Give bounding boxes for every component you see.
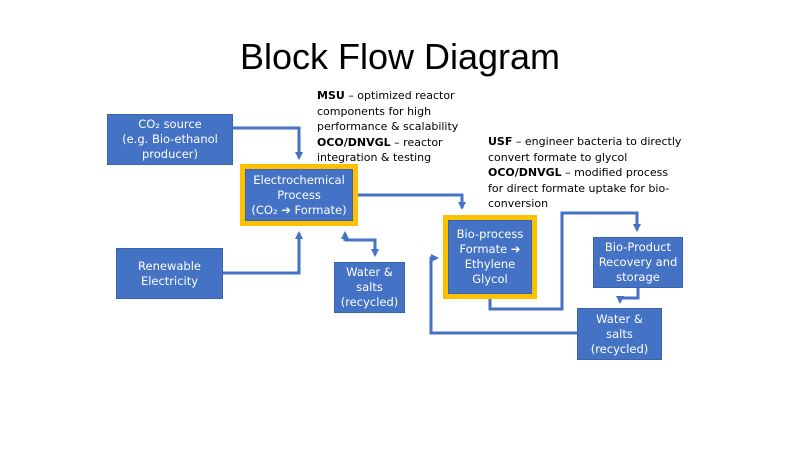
org-name-usf: USF (488, 135, 513, 148)
node-label: Ethylene (464, 257, 516, 271)
org-name-oco-dnvgl: OCO/DNVGL (488, 166, 562, 179)
note-text: convert formate to glycol (488, 150, 628, 164)
note-text: – engineer bacteria to directly (512, 135, 682, 148)
node-renewable-electricity: Renewable Electricity (116, 248, 223, 299)
page-title: Block Flow Diagram (239, 36, 561, 77)
edge-co2-to-electrochemical (233, 126, 303, 160)
annotation-usf: USF – engineer bacteria to directly conv… (488, 134, 681, 212)
node-label: Bio-Product (604, 240, 672, 254)
note-text: performance & scalability (317, 120, 459, 133)
annotation-msu: MSU – optimized reactor components for h… (317, 88, 458, 166)
highlight-frame-bioprocess: Bio-process Formate ➔ Ethylene Glycol (443, 215, 537, 299)
note-text: integration & testing (317, 151, 432, 164)
node-co2-source: CO₂ source (e.g. Bio-ethanol producer) (107, 114, 233, 165)
org-name-oco-dnvgl: OCO/DNVGL (317, 135, 391, 149)
node-label: Electricity (140, 273, 199, 288)
node-label: (recycled) (590, 341, 649, 356)
edge-electrochemical-water-bidirectional (343, 238, 379, 257)
note-text: components for high (317, 104, 432, 118)
note-text: – modified process (561, 166, 669, 179)
edge-water-to-bioprocess (429, 254, 577, 335)
node-label: Water & (596, 311, 643, 326)
node-electrochemical-process: Electrochemical Process (CO₂ ➔ Formate) (245, 169, 353, 221)
node-water-salts-2: Water & salts (recycled) (577, 308, 662, 360)
node-label: Electrochemical (253, 172, 345, 187)
node-label: (CO₂ ➔ Formate) (251, 202, 347, 217)
edge-bioproduct-to-water (616, 288, 640, 304)
node-water-salts-1: Water & salts (recycled) (334, 262, 405, 313)
edge-bioprocess-to-bioproduct (488, 211, 641, 311)
edge-electrochemical-to-bioprocess (358, 193, 466, 210)
node-label: salts (606, 326, 633, 341)
node-label: Renewable (138, 258, 201, 273)
node-label: (recycled) (340, 295, 399, 309)
node-label: Formate ➔ (459, 242, 521, 256)
node-label: salts (356, 280, 383, 294)
node-label: Recovery and (598, 255, 678, 269)
note-text: – optimized reactor (344, 89, 455, 102)
highlight-frame-electrochemical: Electrochemical Process (CO₂ ➔ Formate) (240, 164, 358, 226)
org-name-msu: MSU (317, 89, 345, 102)
node-label: Water & (346, 265, 393, 279)
note-text: conversion (488, 197, 549, 210)
node-label: Glycol (472, 272, 508, 286)
note-text: – reactor (390, 135, 443, 149)
node-label: (e.g. Bio-ethanol (122, 132, 218, 146)
node-label: Process (277, 187, 321, 202)
node-bioproduct-recovery: Bio-Product Recovery and storage (593, 237, 683, 288)
node-label: Bio-process (456, 227, 524, 241)
node-bioprocess: Bio-process Formate ➔ Ethylene Glycol (448, 220, 532, 294)
node-label: producer) (141, 147, 198, 161)
node-label: storage (616, 270, 660, 284)
node-label: CO₂ source (138, 117, 202, 131)
note-text: for direct formate uptake for bio- (488, 181, 670, 195)
edge-renewable-to-electrochemical (223, 231, 303, 275)
